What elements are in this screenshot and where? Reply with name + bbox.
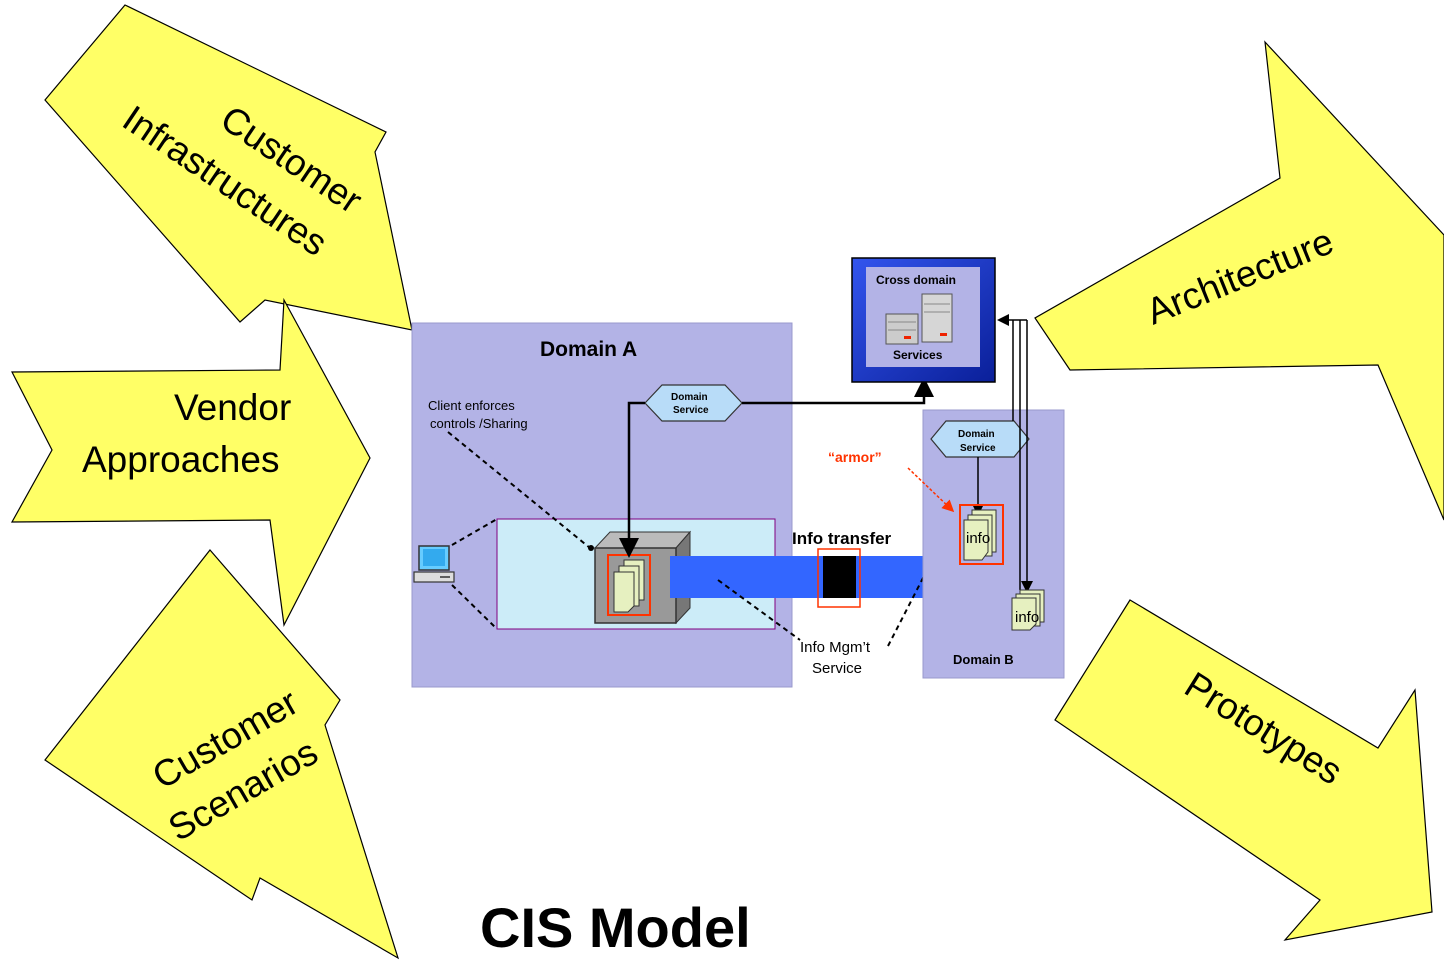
armored-info-doc xyxy=(959,504,1004,565)
info-transfer-label: Info transfer xyxy=(792,529,892,548)
info-mgmt-line1: Info Mgm’t xyxy=(800,639,871,656)
services-label: Services xyxy=(893,348,943,362)
armor-pointer xyxy=(907,467,955,513)
armor-label: “armor” xyxy=(828,449,882,465)
service-to-cross-domain-line xyxy=(742,377,934,405)
domain-b-title: Domain B xyxy=(953,652,1014,667)
vendor-approaches-label-line2: Approaches xyxy=(82,439,279,480)
vendor-approaches-arrow xyxy=(10,297,371,627)
architecture-arrow xyxy=(1034,40,1444,521)
computer-link-bottom xyxy=(451,584,498,630)
customer-scenarios-arrow xyxy=(44,549,400,960)
domain-b-service-line2: Service xyxy=(960,443,996,454)
service-to-container-line xyxy=(619,401,645,558)
client-note-dot xyxy=(588,545,594,551)
server-icon xyxy=(885,293,953,345)
domain-a-service-line1: Domain xyxy=(671,392,708,403)
domain-a-box xyxy=(411,322,793,688)
prototypes-arrow xyxy=(1054,599,1433,941)
client-note-pointer xyxy=(447,431,591,549)
domain-a-title: Domain A xyxy=(540,338,637,361)
domain-a-service-line2: Service xyxy=(673,405,709,416)
info-transfer-packet xyxy=(823,556,856,598)
page-title: CIS Model xyxy=(480,896,751,959)
computer-icon xyxy=(413,545,455,583)
info-mgmt-pointer-left xyxy=(717,579,801,641)
domain-b-service-line1: Domain xyxy=(958,429,995,440)
client-note-line2: controls /Sharing xyxy=(430,416,528,431)
info-mgmt-pointer-right xyxy=(887,575,925,647)
armored-info-label: info xyxy=(966,530,990,547)
customer-infrastructures-arrow xyxy=(44,4,413,331)
client-note-line1: Client enforces xyxy=(428,398,515,413)
domain-b-service xyxy=(930,420,1030,458)
info-doc xyxy=(1011,589,1045,631)
info-doc-label: info xyxy=(1015,609,1039,626)
info-mgmt-line2: Service xyxy=(812,660,862,677)
vendor-approaches-label-line1: Vendor xyxy=(174,387,291,428)
info-transfer-bar xyxy=(670,556,923,598)
info-transfer-packet-frame xyxy=(817,548,861,608)
cross-domain-label: Cross domain xyxy=(876,273,956,287)
